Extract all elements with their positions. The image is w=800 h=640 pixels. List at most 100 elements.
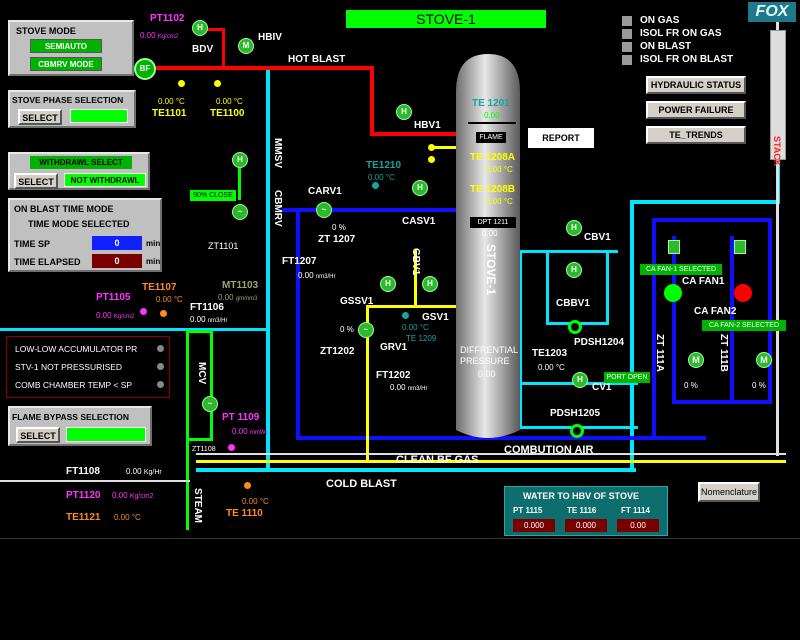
pt1105-sensor-icon [140, 308, 147, 315]
flame-bypass-status-box [66, 427, 146, 442]
ca-fan2-motor-icon[interactable]: M [756, 352, 772, 368]
air-line-right [652, 218, 656, 440]
te1116-value: 0.000 [565, 519, 607, 532]
report-button[interactable]: REPORT [528, 128, 594, 148]
time-sp-value[interactable]: 0 [92, 236, 142, 250]
te1208b-value: 0.00 °C [486, 197, 513, 206]
dpt1211-value: 0.00 [482, 229, 498, 238]
te1209-sensor-icon [402, 312, 409, 319]
ft1106-value: 0.00 nm3/Hr [190, 315, 228, 324]
casv1-valve-icon[interactable]: H [412, 180, 428, 196]
stove-mode-heading: STOVE MODE [16, 26, 76, 36]
mmsv-valve-icon[interactable]: H [232, 152, 248, 168]
legend: ON GAS ISOL FR ON GAS ON BLAST ISOL FR O… [622, 15, 752, 67]
ft1108-value: 0.00 Kg/Hr [126, 467, 162, 476]
te1110-tag: TE 1110 [226, 508, 263, 519]
zt1207-tag: ZT 1207 [318, 234, 356, 245]
water-panel: WATER TO HBV OF STOVE PT 1115 TE 1116 FT… [504, 486, 668, 536]
cv1-valve-icon[interactable]: H [572, 372, 588, 388]
nomenclature-button[interactable]: Nomenclature [698, 482, 760, 502]
bdv-valve-icon[interactable]: H [192, 20, 208, 36]
cv1-label: CV1 [592, 382, 612, 393]
te1209-tag: TE 1209 [406, 334, 437, 343]
hbv1-label: HBV1 [414, 120, 441, 131]
withdrawl-select-button[interactable]: SELECT [14, 173, 58, 189]
time-sp-unit: min [146, 239, 161, 248]
legend-square-icon [622, 29, 632, 39]
alarm-indicator-icon [157, 381, 164, 388]
stove-vessel [456, 54, 520, 438]
alarm-panel: LOW-LOW ACCUMULATOR PR STV-1 NOT PRESSUR… [6, 336, 170, 398]
page-title: STOVE-1 [346, 10, 546, 28]
carv1-label: CARV1 [308, 186, 342, 197]
white-line-1 [196, 453, 786, 455]
cbv1-valve-icon[interactable]: H [566, 220, 582, 236]
gssv1-label: GSSV1 [340, 296, 374, 307]
cbbv1-valve-icon[interactable]: H [566, 262, 582, 278]
te1101-tag: TE1101 [152, 108, 187, 119]
te-trends-button[interactable]: TE_TRENDS [646, 126, 746, 144]
ca-fan2-damper-icon[interactable] [734, 240, 746, 254]
ca-fan1-damper-icon[interactable] [668, 240, 680, 254]
combution-air-label: COMBUTION AIR [504, 444, 594, 456]
mmsv-label: MMSV [272, 138, 283, 168]
phase-status-box [70, 109, 128, 123]
flame-bypass-panel: FLAME BYPASS SELECTION SELECT [8, 406, 152, 446]
withdrawl-heading: WITHDRAWL SELECT [30, 156, 132, 169]
close-90-badge: 90% CLOSE [190, 190, 236, 201]
ca-fan1-label: CA FAN1 [682, 276, 725, 287]
zt1202-value: 0 % [340, 325, 354, 334]
zt1111b-value: 0 % [752, 381, 766, 390]
flame-bypass-select-button[interactable]: SELECT [16, 427, 60, 443]
legend-square-icon [622, 55, 632, 65]
cold-blast-cb3 [606, 250, 609, 325]
steam-line-bot [186, 438, 213, 441]
te1121-tag: TE1121 [66, 512, 101, 523]
zt1111b-tag: ZT 111B [718, 334, 729, 372]
te1208a-value: 0.00 °C [486, 165, 513, 174]
power-failure-button[interactable]: POWER FAILURE [646, 101, 746, 119]
carv1-valve-icon[interactable]: ~ [316, 202, 332, 218]
gssv1-valve-icon[interactable]: H [380, 276, 396, 292]
air-line-fan [672, 236, 676, 404]
te1101-value: 0.00 °C [158, 97, 185, 106]
white-line-2 [776, 20, 779, 456]
te1201-tag: TE 1201 [472, 98, 510, 109]
ca-fan1-motor-icon[interactable]: M [688, 352, 704, 368]
hbv1-valve-icon[interactable]: H [396, 104, 412, 120]
alarm-indicator-icon [157, 345, 164, 352]
te1203-value: 0.00 °C [538, 363, 565, 372]
ca-fan2-label: CA FAN2 [694, 306, 737, 317]
te1208b-tag: TE 1208B [470, 184, 516, 195]
phase-select-button[interactable]: SELECT [18, 109, 62, 125]
mt1103-value: 0.00 gm/nm3 [218, 293, 258, 302]
hbiv-motor-icon[interactable]: M [238, 38, 254, 54]
te1107-value: 0.00 °C [156, 295, 183, 304]
mcv-label: MCV [196, 362, 207, 385]
cbmrv-valve-icon[interactable]: ~ [232, 204, 248, 220]
cold-blast-bottom [196, 468, 636, 472]
zt1108-tag: ZT1108 [192, 446, 216, 453]
hydraulic-status-button[interactable]: HYDRAULIC STATUS [646, 76, 746, 94]
stack-label: STACK [772, 136, 782, 167]
mcv-valve-icon[interactable]: ~ [202, 396, 218, 412]
gas-line-top [366, 305, 460, 308]
ft1108-tag: FT1108 [66, 466, 100, 477]
pt1115-value: 0.000 [513, 519, 555, 532]
gas-line-flame [432, 146, 460, 149]
te1101-sensor-icon [178, 80, 185, 87]
brand-logo: FOX [748, 2, 796, 22]
status-bar-area [0, 538, 800, 640]
zt1207-value: 0 % [332, 223, 346, 232]
hbiv-label: HBIV [258, 32, 282, 43]
gsv1-valve-icon[interactable]: H [422, 276, 438, 292]
cbmrv-mode-button[interactable]: CBMRV MODE [30, 57, 102, 71]
air-line-top [282, 208, 458, 212]
steam-label: STEAM [192, 488, 203, 523]
zt1111a-tag: ZT 111A [654, 334, 665, 372]
pt1109-sensor-icon [228, 444, 235, 451]
semiauto-button[interactable]: SEMIAUTO [30, 39, 102, 53]
gas-line-bottom [196, 460, 786, 463]
grv1-valve-icon[interactable]: ~ [358, 322, 374, 338]
flame-label: FLAME [476, 132, 506, 143]
